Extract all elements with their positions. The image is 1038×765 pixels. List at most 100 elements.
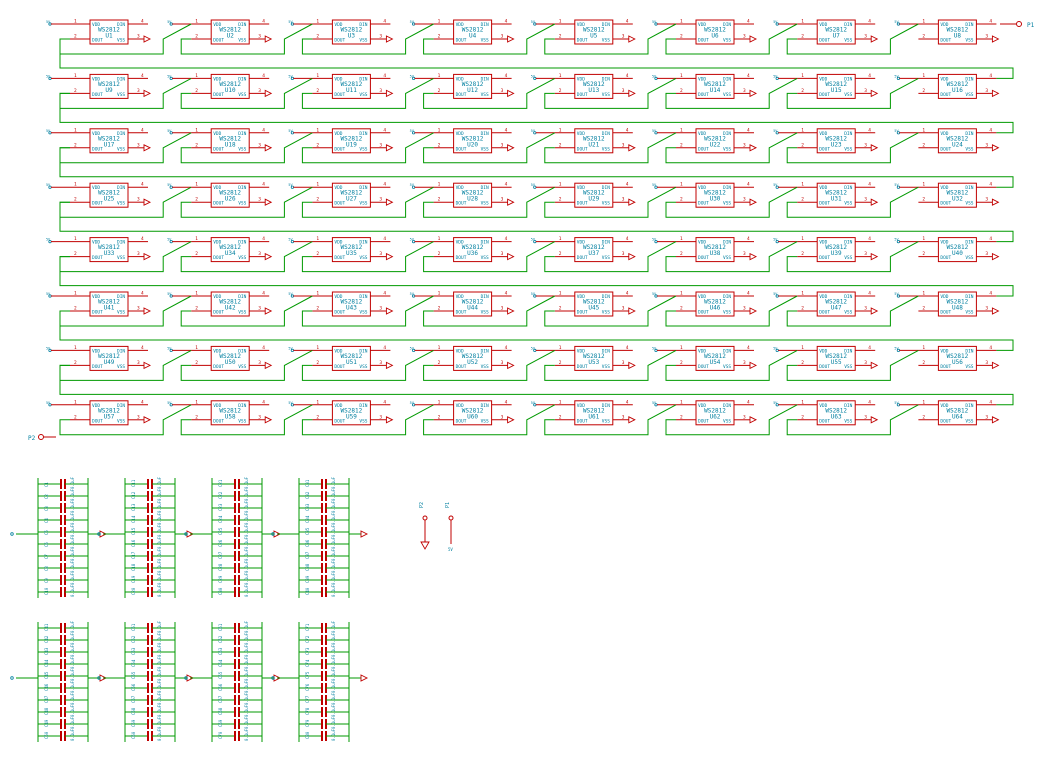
power-flag-vdd[interactable]: P1 5V <box>445 502 454 552</box>
port-p2[interactable]: P2 <box>28 434 56 443</box>
